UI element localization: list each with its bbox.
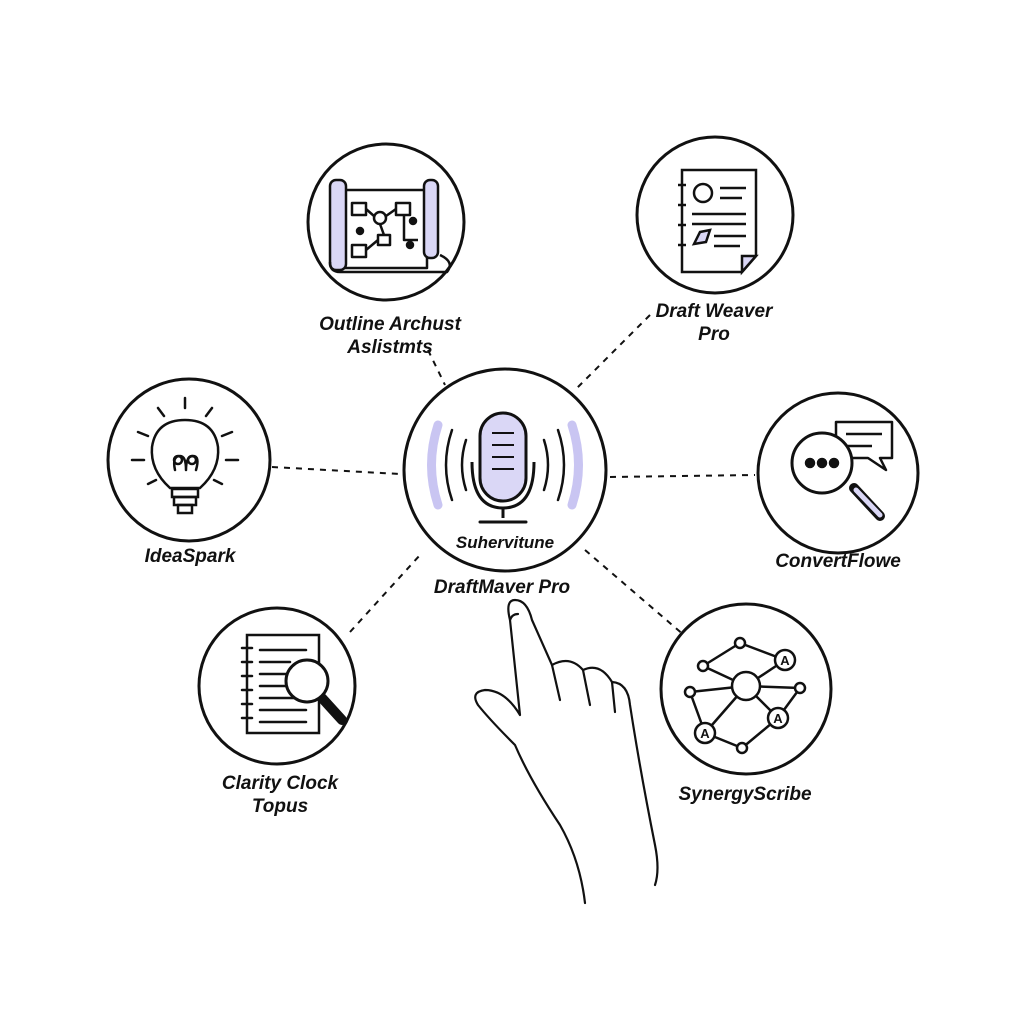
node-label-ideaspark[interactable]: IdeaSpark (100, 545, 280, 568)
microphone-icon (427, 411, 583, 524)
node-label-draftweaver[interactable]: Draft Weaver Pro (624, 300, 804, 346)
node-label-draftweaver-line1: Draft Weaver (655, 301, 773, 322)
connector-synergy (584, 549, 686, 637)
document-icon (678, 168, 759, 276)
node-label-clarity-line2: Topus (251, 796, 309, 817)
node-label-convertflowe-line1: ConvertFlowe (775, 551, 901, 572)
node-label-clarity-line1: Clarity Clock (221, 773, 339, 794)
connector-draftweaver (574, 314, 651, 391)
svg-text:A: A (780, 653, 790, 668)
node-label-outline[interactable]: Outline Archust Aslistmts (290, 313, 490, 359)
node-label-convertflowe[interactable]: ConvertFlowe (748, 550, 928, 573)
network-graph-icon: A A A (683, 636, 807, 755)
connector-convertflowe (609, 474, 756, 478)
notebook-search-icon (240, 633, 347, 735)
node-label-outline-line2: Aslistmts (347, 337, 433, 358)
node-label-clarity[interactable]: Clarity Clock Topus (180, 772, 380, 818)
node-label-ideaspark-line1: IdeaSpark (144, 546, 236, 567)
node-label-draftweaver-line2: Pro (698, 324, 730, 345)
center-subtitle: DraftMaver Pro (433, 577, 571, 598)
svg-text:A: A (700, 726, 710, 741)
svg-text:A: A (773, 711, 783, 726)
magnifier-chat-icon (790, 420, 894, 521)
connector-clarity (349, 554, 421, 633)
node-label-synergy[interactable]: SynergyScribe (645, 783, 845, 806)
node-label-synergy-line1: SynergyScribe (678, 784, 812, 805)
blueprint-map-icon (328, 178, 452, 274)
pointing-hand-icon (474, 598, 659, 905)
center-title: Suhervitune (455, 533, 555, 552)
node-label-outline-line1: Outline Archust (319, 314, 461, 335)
connectors (271, 314, 756, 637)
connector-ideaspark (271, 466, 401, 475)
lightbulb-icon (130, 396, 240, 515)
